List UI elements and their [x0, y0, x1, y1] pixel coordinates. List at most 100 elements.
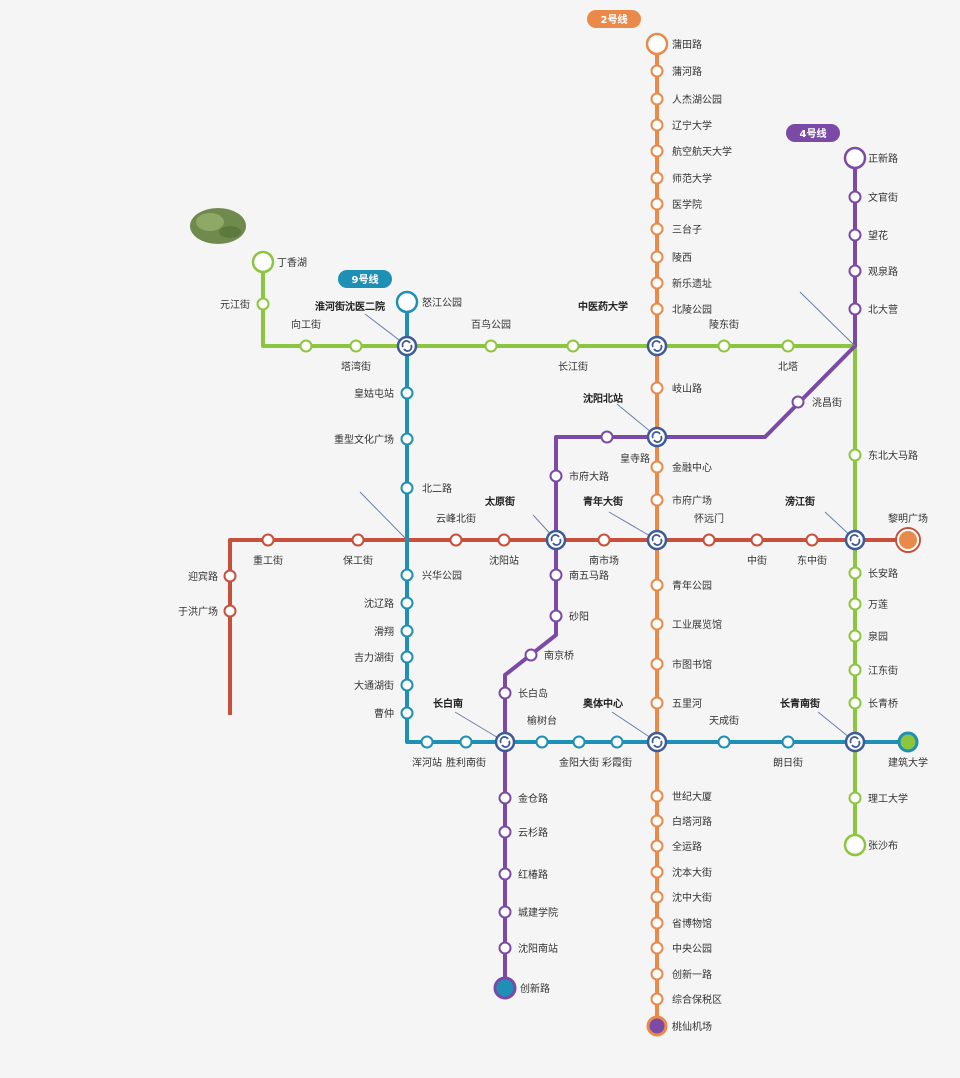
- station-line1[interactable]: 南市场: [589, 533, 619, 568]
- station-line1[interactable]: 怀远门: [694, 512, 724, 547]
- station-line1[interactable]: 于洪广场: [178, 604, 237, 618]
- station-line4[interactable]: 洮昌街: [791, 395, 843, 409]
- station-line4[interactable]: 云杉路: [498, 825, 549, 839]
- station-line4[interactable]: 砂阳: [549, 609, 590, 623]
- station-line4[interactable]: 城建学院: [498, 905, 559, 919]
- station-line1[interactable]: 东中街: [797, 533, 827, 568]
- station-line2[interactable]: 白塔河路: [650, 814, 713, 828]
- station-line4[interactable]: 正新路: [843, 146, 898, 170]
- station-line9[interactable]: 曹仲: [374, 706, 414, 720]
- station-line9[interactable]: 北二路: [400, 481, 453, 495]
- station-line2[interactable]: 沈本大街: [650, 865, 713, 879]
- station-line1[interactable]: 中街: [747, 533, 767, 568]
- station-line9[interactable]: 建筑大学: [888, 731, 928, 769]
- station-line2[interactable]: 世纪大厦: [650, 789, 713, 803]
- station-line10[interactable]: 丁香湖: [251, 250, 307, 274]
- station-line2[interactable]: 沈中大街: [650, 890, 713, 904]
- interchange-station[interactable]: 长白南: [433, 697, 516, 753]
- station-line10[interactable]: 理工大学: [848, 791, 909, 805]
- station-line9[interactable]: 金阳大街: [559, 735, 599, 770]
- station-line1[interactable]: 沈阳站: [489, 533, 519, 568]
- station-line9[interactable]: 大通湖街: [354, 678, 414, 692]
- station-line4[interactable]: 沈阳南站: [498, 941, 559, 955]
- station-line4[interactable]: 长白岛: [498, 686, 549, 700]
- station-line1[interactable]: 保工街: [343, 533, 373, 568]
- station-line1[interactable]: 重工街: [253, 533, 283, 568]
- station-line2[interactable]: 青年公园: [650, 578, 713, 592]
- interchange-station[interactable]: 滂江街: [785, 495, 866, 551]
- station-line2[interactable]: 北陵公园: [650, 302, 713, 317]
- station-line2[interactable]: 省博物馆: [650, 916, 713, 930]
- station-line9[interactable]: 彩霞街: [602, 735, 632, 770]
- station-line2[interactable]: 师范大学: [650, 171, 713, 185]
- station-line4[interactable]: 南五马路: [549, 568, 610, 582]
- station-line2[interactable]: 市府广场: [650, 493, 713, 507]
- station-line2[interactable]: 五里河: [650, 696, 703, 711]
- station-line10[interactable]: 长安路: [848, 566, 899, 580]
- station-line2[interactable]: 综合保税区: [650, 992, 723, 1006]
- station-line9[interactable]: 榆树台: [527, 714, 557, 749]
- station-line10[interactable]: 北塔: [778, 339, 798, 374]
- station-line9[interactable]: 滑翔: [374, 624, 414, 638]
- station-line10[interactable]: 长青桥: [848, 696, 899, 710]
- station-line4[interactable]: 金仓路: [498, 791, 549, 805]
- station-line10[interactable]: 元江街: [220, 297, 270, 311]
- station-line4[interactable]: 观泉路: [848, 264, 899, 278]
- station-line10[interactable]: 东北大马路: [848, 448, 919, 462]
- station-line2[interactable]: 蒲河路: [650, 64, 703, 78]
- station-line1[interactable]: 迎宾路: [188, 569, 237, 583]
- station-line2[interactable]: 陵西: [650, 250, 693, 265]
- station-line2[interactable]: 全运路: [650, 839, 703, 853]
- station-line2[interactable]: 金融中心: [650, 460, 713, 474]
- interchange-station[interactable]: 淮河街沈医二院: [315, 300, 418, 357]
- station-line10[interactable]: 张沙布: [843, 833, 898, 857]
- interchange-station[interactable]: 太原街: [484, 495, 567, 551]
- station-line4[interactable]: 红椿路: [498, 867, 549, 881]
- station-line4[interactable]: 望花: [848, 228, 889, 242]
- station-line10[interactable]: 万莲: [848, 597, 889, 612]
- station-line2[interactable]: 辽宁大学: [650, 118, 713, 132]
- station-line9[interactable]: 沈辽路: [364, 596, 414, 610]
- station-line1[interactable]: 黎明广场: [888, 512, 928, 553]
- station-line4[interactable]: 南京桥: [524, 648, 575, 662]
- station-line2[interactable]: 人杰湖公园: [650, 92, 723, 107]
- station-line9[interactable]: 胜利南街: [446, 735, 486, 770]
- station-line4[interactable]: 皇寺路: [600, 430, 651, 466]
- station-line10[interactable]: 陵东街: [709, 318, 739, 353]
- station-line9[interactable]: 朗日街: [773, 735, 803, 770]
- station-line10[interactable]: 塔湾街: [341, 339, 371, 374]
- interchange-station[interactable]: 长青南街: [780, 697, 866, 753]
- station-line9[interactable]: 怒江公园: [395, 290, 462, 314]
- station-line2[interactable]: 桃仙机场: [646, 1015, 712, 1037]
- station-line4[interactable]: 文官街: [848, 190, 899, 204]
- station-line4[interactable]: 北大营: [848, 302, 899, 316]
- interchange-station[interactable]: 奥体中心: [583, 697, 668, 753]
- station-line2[interactable]: 医学院: [650, 197, 703, 211]
- station-line2[interactable]: 市图书馆: [650, 657, 713, 671]
- interchange-station[interactable]: 青年大街: [583, 495, 668, 551]
- station-line2[interactable]: 蒲田路: [645, 32, 702, 56]
- station-line10[interactable]: 泉园: [848, 629, 889, 643]
- station-line9[interactable]: 浑河站: [412, 735, 442, 770]
- station-line2[interactable]: 航空航天大学: [650, 144, 733, 158]
- station-line2[interactable]: 新乐遗址: [650, 276, 713, 290]
- station-line10[interactable]: 百鸟公园: [471, 318, 511, 353]
- station-line2[interactable]: 三台子: [650, 222, 703, 236]
- station-line4[interactable]: 创新路: [493, 976, 550, 1000]
- station-line10[interactable]: 向工街: [291, 318, 321, 353]
- station-line9[interactable]: 兴华公园: [400, 568, 463, 582]
- station-line9[interactable]: 吉力湖街: [354, 650, 414, 664]
- station-line4[interactable]: 市府大路: [549, 469, 610, 483]
- station-line2[interactable]: 创新一路: [650, 967, 713, 981]
- station-line2[interactable]: 岐山路: [650, 381, 703, 395]
- interchange-station[interactable]: 沈阳北站: [583, 392, 668, 448]
- interchange-station[interactable]: 中医药大学: [578, 300, 668, 357]
- station-line2[interactable]: 工业展览馆: [650, 617, 723, 631]
- station-line2[interactable]: 中央公园: [650, 941, 713, 955]
- station-line1[interactable]: 云峰北街: [436, 512, 476, 547]
- station-line9[interactable]: 皇姑屯站: [354, 386, 414, 400]
- station-line9[interactable]: 重型文化广场: [334, 432, 414, 446]
- station-line10[interactable]: 长江街: [558, 339, 588, 374]
- station-line9[interactable]: 天成街: [709, 714, 739, 749]
- station-line10[interactable]: 江东街: [848, 663, 899, 677]
